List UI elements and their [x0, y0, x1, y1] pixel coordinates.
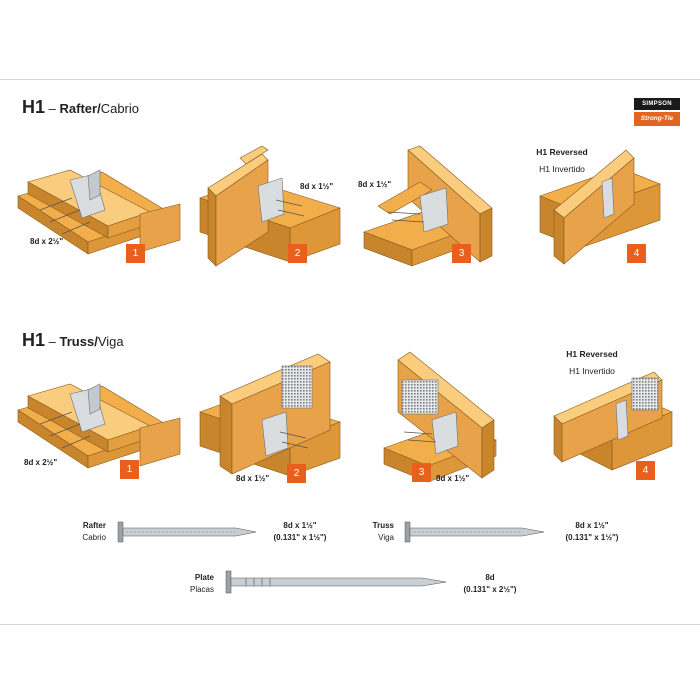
reversed-english: H1 Reversed — [566, 349, 618, 359]
figure-badge-3: 3 — [452, 244, 471, 263]
nail-spanish: Viga — [378, 533, 394, 542]
nail-english: Plate — [194, 573, 214, 582]
nail-english: Rafter — [82, 521, 106, 530]
callout-rafter-2: 8d x 1½" — [300, 182, 334, 191]
section-heading-rafter: H1 – Rafter/Cabrio — [22, 97, 139, 118]
nail-truss — [404, 521, 545, 543]
rafter-figure-4 — [539, 149, 661, 265]
callout-rafter-1: 8d x 2½" — [30, 237, 64, 246]
heading-separator: / — [94, 334, 98, 349]
figure-badge-4: 4 — [627, 244, 646, 263]
truss-figure-2 — [199, 353, 341, 477]
nail-dimensions: (0.131" x 1½") — [565, 533, 619, 542]
callout-truss-2: 8d x 1½" — [236, 474, 270, 483]
diagram-sheet — [0, 79, 700, 625]
nail-spanish: Cabrio — [82, 533, 106, 542]
logo-top: SIMPSON — [634, 98, 680, 110]
nail-label-plate: Plate Placas — [170, 572, 214, 596]
nail-size: 8d x 1½" — [283, 521, 317, 530]
heading-dash: – — [48, 101, 56, 116]
figure-badge-2: 2 — [287, 464, 306, 483]
nail-size: 8d — [485, 573, 495, 582]
nail-rafter — [117, 521, 257, 543]
rafter-figure-2 — [199, 145, 341, 267]
nail-spanish: Placas — [189, 585, 214, 594]
heading-spanish: Viga — [97, 334, 124, 349]
heading-english: Rafter — [59, 101, 98, 116]
nail-plate — [225, 570, 447, 594]
heading-spanish: Cabrio — [100, 101, 139, 116]
heading-dash: – — [48, 334, 56, 349]
simpson-strong-tie-logo: SIMPSON Strong-Tie — [634, 98, 680, 126]
reversed-english: H1 Reversed — [536, 147, 588, 157]
callout-truss-1: 8d x 2½" — [24, 458, 58, 467]
heading-code: H1 — [22, 97, 46, 117]
nail-size: 8d x 1½" — [575, 521, 609, 530]
heading-separator: / — [97, 101, 101, 116]
figure-badge-3: 3 — [412, 463, 431, 482]
truss-figure-4 — [553, 371, 673, 471]
nail-dimensions: (0.131" x 2½") — [463, 585, 517, 594]
figure-badge-2: 2 — [288, 244, 307, 263]
reversed-spanish: H1 Invertido — [539, 164, 585, 174]
nail-english: Truss — [372, 521, 394, 530]
reversed-label-truss: H1 Reversed H1 Invertido — [548, 346, 636, 380]
callout-truss-3: 8d x 1½" — [436, 474, 470, 483]
rafter-figure-1 — [17, 169, 181, 255]
nail-size-truss: 8d x 1½" (0.131" x 1½") — [554, 520, 630, 544]
figure-badge-4: 4 — [636, 461, 655, 480]
reversed-spanish: H1 Invertido — [569, 366, 615, 376]
nail-dimensions: (0.131" x 1½") — [273, 533, 327, 542]
nail-size-plate: 8d (0.131" x 2½") — [452, 572, 528, 596]
nail-size-rafter: 8d x 1½" (0.131" x 1½") — [262, 520, 338, 544]
rafter-figure-3 — [363, 145, 493, 267]
logo-bottom: Strong-Tie — [634, 112, 680, 126]
figure-badge-1: 1 — [120, 460, 139, 479]
figure-badge-1: 1 — [126, 244, 145, 263]
nail-label-truss: Truss Viga — [350, 520, 394, 544]
truss-figure-1 — [17, 383, 181, 469]
reversed-label-rafter: H1 Reversed H1 Invertido — [518, 144, 606, 178]
heading-code: H1 — [22, 330, 46, 350]
heading-english: Truss — [59, 334, 95, 349]
callout-rafter-3: 8d x 1½" — [358, 180, 392, 189]
section-heading-truss: H1 – Truss/Viga — [22, 330, 124, 351]
truss-figure-3 — [383, 351, 497, 483]
nail-label-rafter: Rafter Cabrio — [62, 520, 106, 544]
